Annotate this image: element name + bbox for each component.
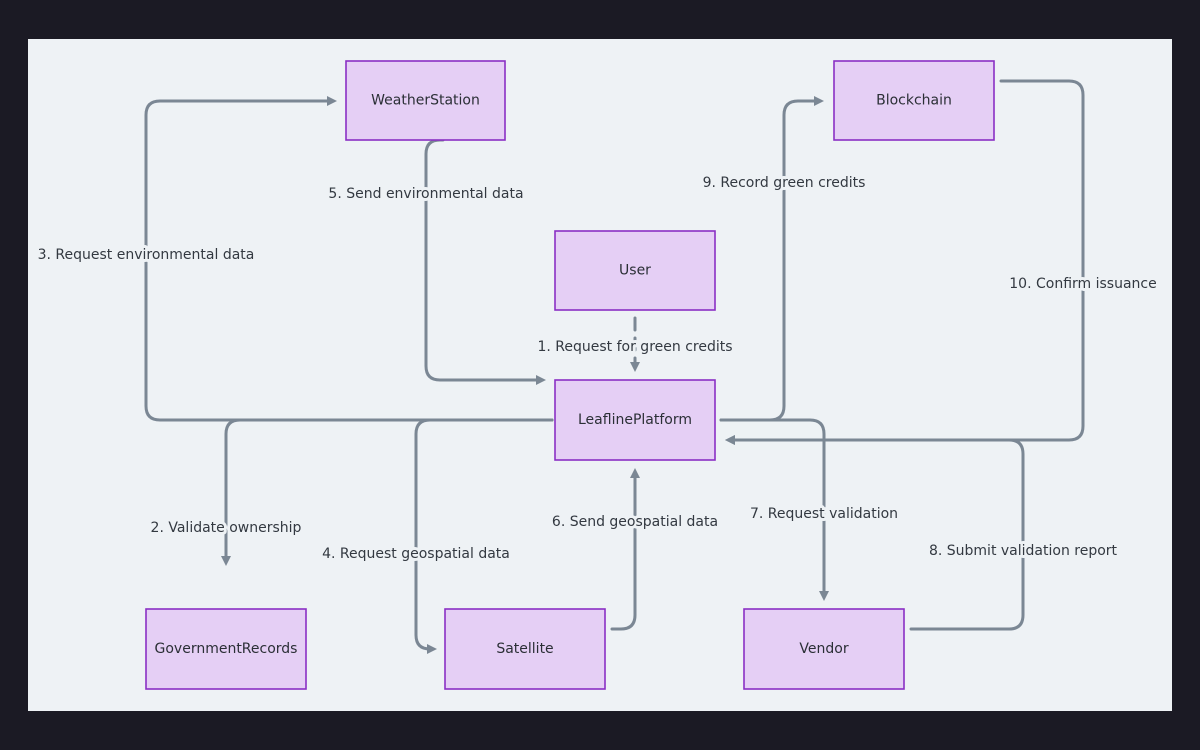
node-user[interactable]: User [554, 230, 716, 311]
edge-label-6: 6. Send geospatial data [552, 514, 718, 530]
edge-2-validate-ownership [221, 418, 554, 566]
edge-label-2: 2. Validate ownership [151, 520, 302, 536]
node-leafline-platform[interactable]: LeaflinePlatform [554, 379, 716, 461]
node-label-government-records: GovernmentRecords [155, 641, 298, 657]
node-satellite[interactable]: Satellite [444, 608, 606, 690]
node-vendor[interactable]: Vendor [743, 608, 905, 690]
edge-3-request-environmental-data [144, 96, 554, 422]
node-weather-station[interactable]: WeatherStation [345, 60, 506, 141]
edge-label-7: 7. Request validation [750, 506, 898, 522]
edge-label-3: 3. Request environmental data [38, 247, 255, 263]
node-label-weather-station: WeatherStation [371, 93, 480, 109]
edge-label-8: 8. Submit validation report [929, 543, 1118, 559]
diagram-canvas [28, 39, 1172, 711]
edge-10-confirm-issuance [725, 79, 1085, 445]
node-label-user: User [619, 263, 651, 279]
node-label-vendor: Vendor [799, 641, 848, 657]
edge-label-10: 10. Confirm issuance [1009, 276, 1156, 292]
node-government-records[interactable]: GovernmentRecords [145, 608, 307, 690]
edge-label-9: 9. Record green credits [703, 175, 866, 191]
edge-8-submit-validation-report [725, 435, 1025, 631]
edge-9-record-green-credits [719, 96, 824, 422]
node-label-leafline-platform: LeaflinePlatform [578, 412, 692, 428]
edge-4-request-geospatial-data [414, 418, 554, 654]
edge-6-send-geospatial-data [610, 468, 640, 631]
node-label-blockchain: Blockchain [876, 93, 952, 109]
node-label-satellite: Satellite [496, 641, 553, 657]
edge-7-request-validation [719, 418, 829, 601]
edge-5-send-environmental-data [424, 138, 546, 385]
edge-label-4: 4. Request geospatial data [322, 546, 510, 562]
edge-label-1: 1. Request for green credits [537, 339, 732, 355]
node-blockchain[interactable]: Blockchain [833, 60, 995, 141]
edge-label-5: 5. Send environmental data [328, 186, 523, 202]
